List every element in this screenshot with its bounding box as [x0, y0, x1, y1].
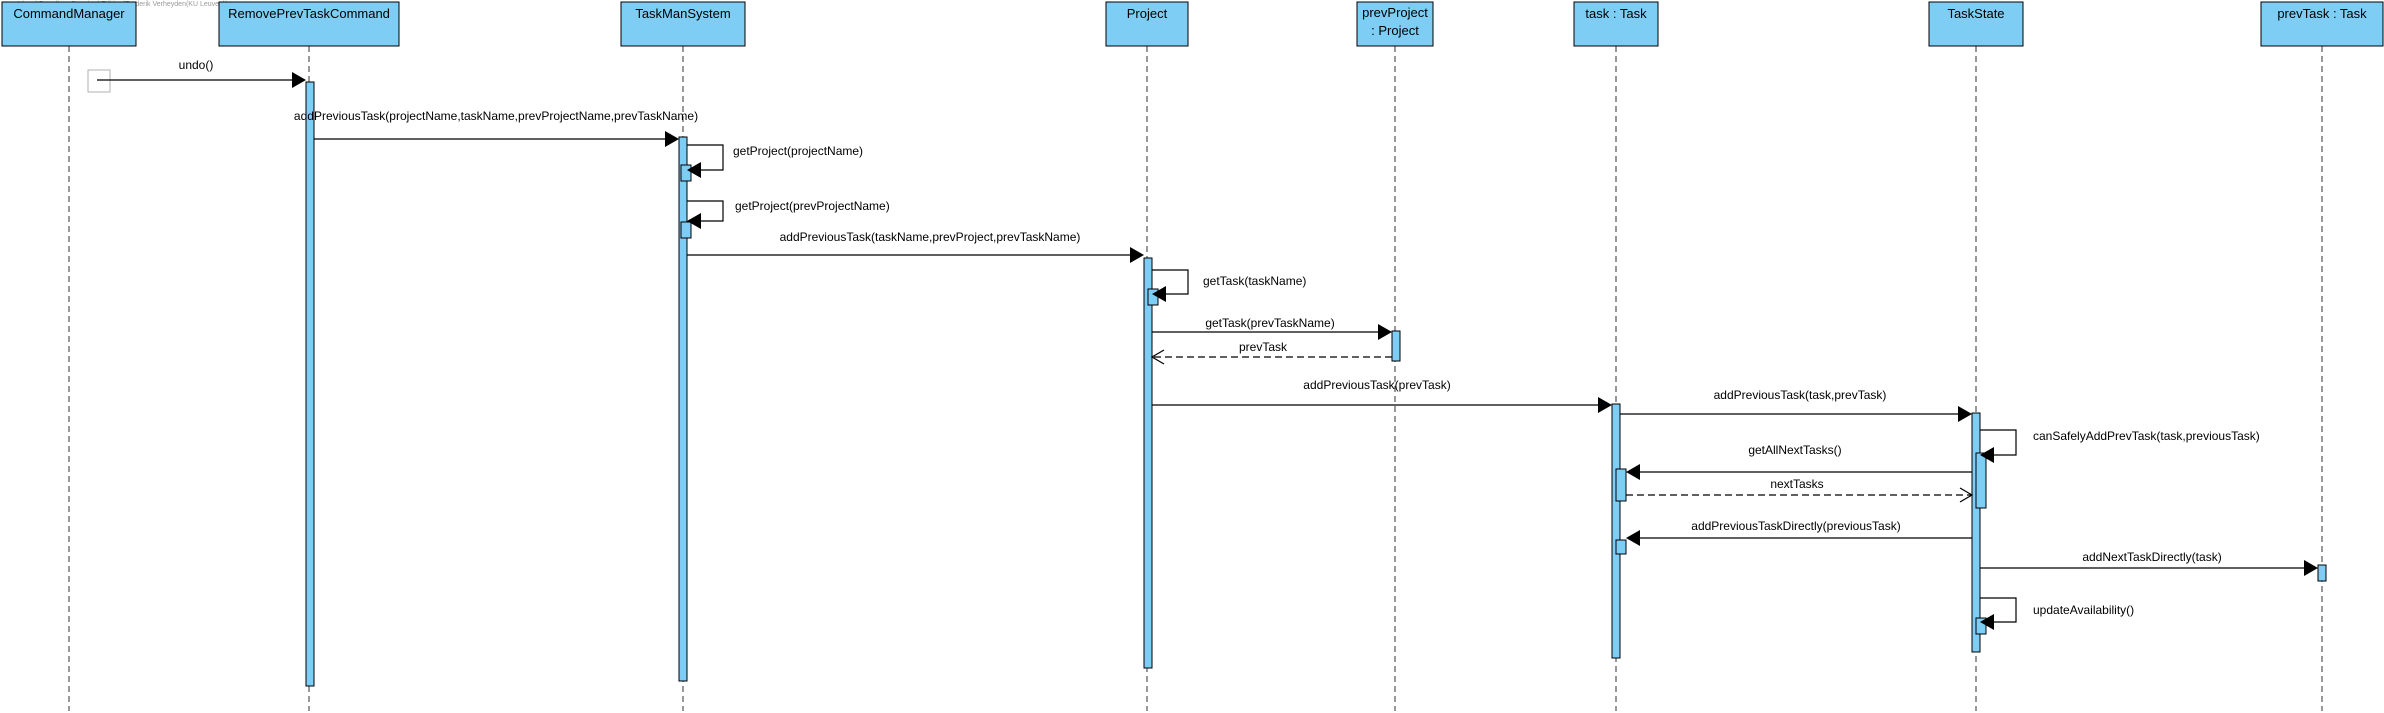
activation-tms: [680, 164, 692, 182]
activation-tms: [680, 221, 692, 239]
message-label: addPreviousTask(prevTask): [1303, 378, 1450, 392]
arrow-head: [1980, 614, 1994, 630]
activation-p: [1147, 288, 1159, 306]
message-label: getAllNextTasks(): [1748, 443, 1841, 457]
arrow-head: [1626, 530, 1640, 546]
message-label: canSafelyAddPrevTask(task,previousTask): [2033, 429, 2260, 443]
activation-t: [1615, 468, 1627, 502]
arrow-head: [1980, 447, 1994, 463]
arrow-head: [1626, 464, 1640, 480]
lifeline-header: [2260, 1, 2384, 47]
lifeline-cm: CommandManager: [1, 1, 137, 711]
lifeline-header: [1573, 1, 1659, 47]
message-12-call: getAllNextTasks(): [1626, 443, 1972, 480]
lifeline-rc: RemovePrevTaskCommand: [218, 1, 400, 711]
arrow-head: [2304, 560, 2318, 576]
message-5-call: addPreviousTask(taskName,prevProject,pre…: [687, 230, 1144, 263]
message-line: [1980, 597, 2017, 623]
lifeline-header: [1356, 1, 1434, 47]
lifeline-label: CommandManager: [13, 6, 125, 21]
activation-p: [1143, 257, 1153, 669]
lifeline-label: : Project: [1371, 23, 1419, 38]
message-10-call: addPreviousTask(task,prevTask): [1620, 388, 1972, 422]
lifeline-pt: prevTask : Task: [2260, 1, 2384, 711]
activation-ts: [1975, 452, 1987, 509]
lifeline-label: TaskManSystem: [635, 6, 730, 21]
lifeline-label: prevProject: [1362, 5, 1428, 20]
lifeline-label: Project: [1127, 6, 1168, 21]
arrow-head: [1152, 286, 1166, 302]
message-3-self: getProject(projectName): [687, 144, 863, 178]
message-8-return: prevTask: [1150, 340, 1392, 365]
lifeline-pp: prevProject : Project: [1356, 1, 1434, 711]
arrow-head: [665, 131, 679, 147]
message-15-call: addNextTaskDirectly(task): [1980, 550, 2318, 576]
message-label: getTask(taskName): [1203, 274, 1306, 288]
activation-t: [1615, 539, 1627, 555]
lifeline-label: task : Task: [1585, 6, 1647, 21]
message-label: updateAvailability(): [2033, 603, 2134, 617]
message-label: getProject(projectName): [733, 144, 863, 158]
lifeline-header: [1105, 1, 1189, 47]
message-line: [687, 200, 724, 222]
activation-ts: [1975, 617, 1987, 635]
arrow-head: [1959, 487, 1974, 503]
arrow-head: [687, 213, 701, 229]
lifeline-header: [1, 1, 137, 47]
message-label: getTask(prevTaskName): [1205, 316, 1334, 330]
activation-pp: [1391, 330, 1401, 362]
message-label: addPreviousTask(task,prevTask): [1714, 388, 1887, 402]
message-16-self: updateAvailability(): [1980, 597, 2134, 630]
arrow-head: [1598, 397, 1612, 413]
found-message-marker: [87, 69, 111, 93]
message-line: [1152, 269, 1189, 295]
arrow-head: [687, 162, 701, 178]
lifeline-label: prevTask : Task: [2277, 6, 2367, 21]
message-7-call: getTask(prevTaskName): [1152, 316, 1392, 340]
message-line: [687, 144, 724, 171]
message-label: nextTasks: [1770, 477, 1823, 491]
message-2-call: addPreviousTask(projectName,taskName,pre…: [294, 109, 698, 147]
activation-pt: [2317, 564, 2327, 582]
activation-t: [1611, 403, 1621, 659]
arrow-head: [1150, 349, 1165, 365]
activation-rc: [305, 81, 315, 687]
lifeline-label: RemovePrevTaskCommand: [228, 6, 390, 21]
message-label: addPreviousTask(taskName,prevProject,pre…: [780, 230, 1081, 244]
arrow-head: [292, 72, 306, 88]
message-label: addPreviousTask(projectName,taskName,pre…: [294, 109, 698, 123]
message-label: undo(): [179, 58, 214, 72]
message-label: addNextTaskDirectly(task): [2082, 550, 2221, 564]
message-9-call: addPreviousTask(prevTask): [1152, 378, 1612, 413]
message-6-self: getTask(taskName): [1152, 269, 1306, 302]
lifeline-t: task : Task: [1573, 1, 1659, 711]
message-label: prevTask: [1239, 340, 1288, 354]
message-4-self: getProject(prevProjectName): [687, 199, 890, 229]
lifeline-header: [218, 1, 400, 47]
lifeline-label: TaskState: [1947, 6, 2004, 21]
lifeline-ts: TaskState: [1928, 1, 2024, 711]
message-label: addPreviousTaskDirectly(previousTask): [1691, 519, 1900, 533]
arrow-head: [1958, 406, 1972, 422]
lifeline-header: [1928, 1, 2024, 47]
message-13-return: nextTasks: [1626, 477, 1974, 503]
arrow-head: [1130, 247, 1144, 263]
message-label: getProject(prevProjectName): [735, 199, 890, 213]
message-14-call: addPreviousTaskDirectly(previousTask): [1626, 519, 1972, 546]
activation-ts: [1971, 412, 1981, 653]
message-line: [1980, 429, 2017, 456]
activation-tms: [678, 136, 688, 682]
arrow-head: [1378, 324, 1392, 340]
lifeline-header: [620, 1, 746, 47]
message-1-call: undo(): [97, 58, 306, 88]
message-11-self: canSafelyAddPrevTask(task,previousTask): [1980, 429, 2260, 463]
